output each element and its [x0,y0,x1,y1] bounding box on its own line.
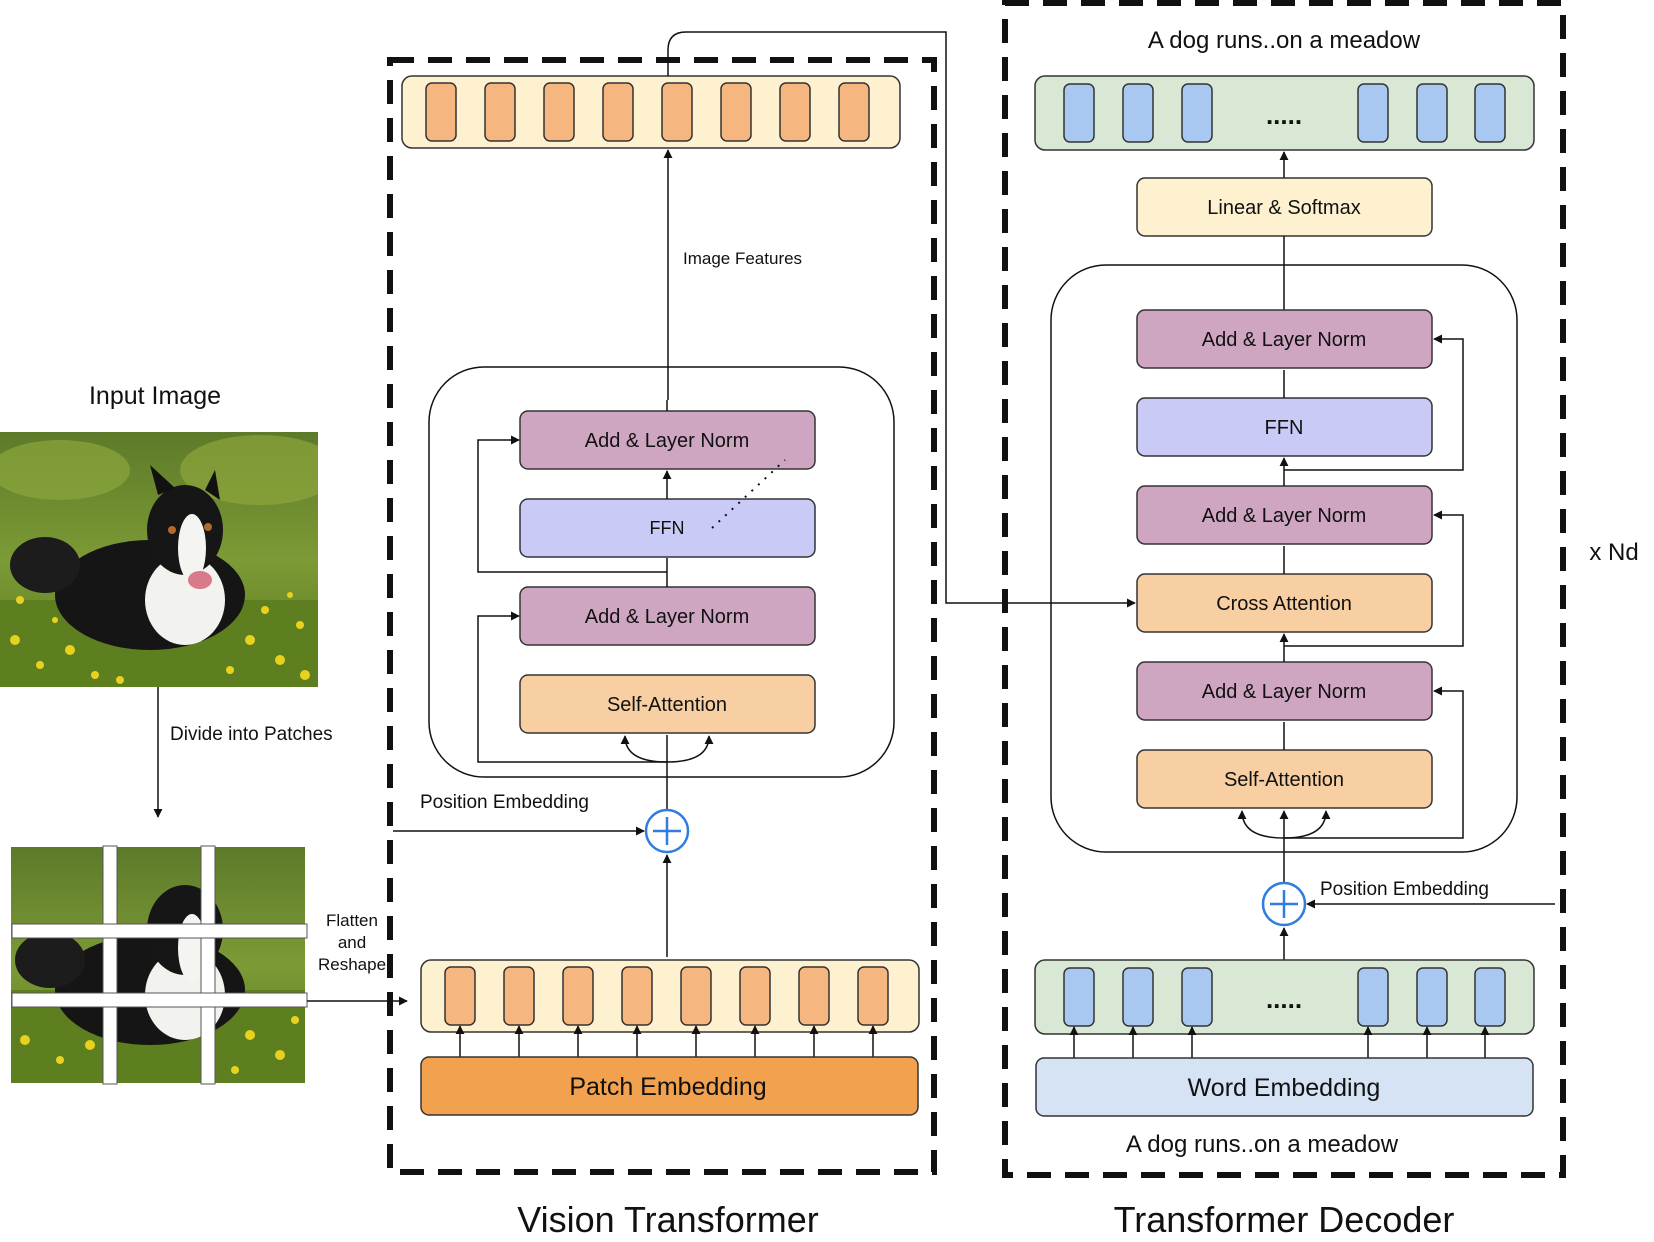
patched-image [11,845,308,1085]
vit-patch-token [444,966,476,1026]
patch-embedding-label: Patch Embedding [569,1073,766,1101]
divide-patches-label: Divide into Patches [170,724,333,745]
decoder-position-embedding-label: Position Embedding [1320,879,1489,900]
decoder-output-caption: A dog runs..on a meadow [1148,27,1421,54]
dec-ffn-label: FFN [1265,417,1304,439]
vit-output-token [779,82,811,142]
word-embedding-label: Word Embedding [1188,1074,1381,1102]
vit-output-strip [401,75,901,149]
dec-add-norm-3-label: Add & Layer Norm [1202,329,1367,351]
linear-softmax-label: Linear & Softmax [1207,197,1360,219]
decoder-output-token [1063,83,1095,143]
decoder-output-token [1357,83,1389,143]
vit-output-token [543,82,575,142]
decoder-output-token [1416,83,1448,143]
vit-patch-token [798,966,830,1026]
vit-output-token [484,82,516,142]
decoder-title: Transformer Decoder [1114,1199,1455,1240]
vit-encoder-block [428,366,895,778]
decoder-input-token [1063,967,1095,1027]
vit-output-token [425,82,457,142]
repeat-label: x Nd [1589,539,1638,566]
decoder-input-caption: A dog runs..on a meadow [1126,1131,1399,1158]
dog-photo [0,432,318,687]
flatten-line-3: Reshape [318,955,386,974]
decoder-output-ellipsis: ..... [1266,100,1302,130]
vit-output-token [838,82,870,142]
decoder-input-strip [1034,959,1535,1035]
input-image-label: Input Image [89,382,221,410]
word-embedding-box [1035,1057,1534,1117]
decoder-input-token [1181,967,1213,1027]
patch-embedding-box [420,1056,919,1116]
decoder-input-arrows [1069,1026,1490,1058]
decoder-input-ellipsis: ..... [1266,984,1302,1014]
vit-patch-token [503,966,535,1026]
decoder-input-tokens [1063,967,1506,1027]
flatten-line-1: Flatten [326,911,378,930]
flatten-line-2: and [338,933,366,952]
decoder-input-token [1122,967,1154,1027]
vit-add-norm-bottom-label: Add & Layer Norm [585,606,750,628]
decoder-input-token [1357,967,1389,1027]
vit-title: Vision Transformer [517,1199,818,1240]
vit-patch-token [739,966,771,1026]
decoder-output-strip [1034,75,1535,151]
vit-output-token [661,82,693,142]
decoder-output-token [1181,83,1213,143]
dec-add-norm-1-label: Add & Layer Norm [1202,681,1367,703]
decoder-input-token [1474,967,1506,1027]
dec-self-attention-label: Self-Attention [1224,769,1344,791]
vit-patch-token [680,966,712,1026]
vit-output-token [602,82,634,142]
decoder-input-token [1416,967,1448,1027]
decoder-output-tokens [1063,83,1506,143]
decoder-output-token [1474,83,1506,143]
dec-cross-attention-label: Cross Attention [1216,593,1352,615]
dec-add-norm-3 [1136,309,1433,369]
vit-patch-tokens [444,966,889,1026]
vit-self-attention-label: Self-Attention [607,694,727,716]
vit-position-embedding-label: Position Embedding [420,792,589,813]
vit-patch-strip [420,959,920,1033]
vit-patch-arrows [455,1025,878,1057]
vit-ffn-label: FFN [650,518,685,538]
vit-patch-token [562,966,594,1026]
vit-patch-token [621,966,653,1026]
vit-output-token [720,82,752,142]
dec-add-norm-2-label: Add & Layer Norm [1202,505,1367,527]
image-features-label: Image Features [683,249,802,268]
vit-output-tokens [425,82,870,142]
vit-add-norm-top-label: Add & Layer Norm [585,430,750,452]
decoder-output-token [1122,83,1154,143]
vit-dashed-border [387,57,937,1175]
vit-patch-token [857,966,889,1026]
decoder-dashed-border [1002,0,1566,1178]
vit-self-attention [519,674,816,734]
